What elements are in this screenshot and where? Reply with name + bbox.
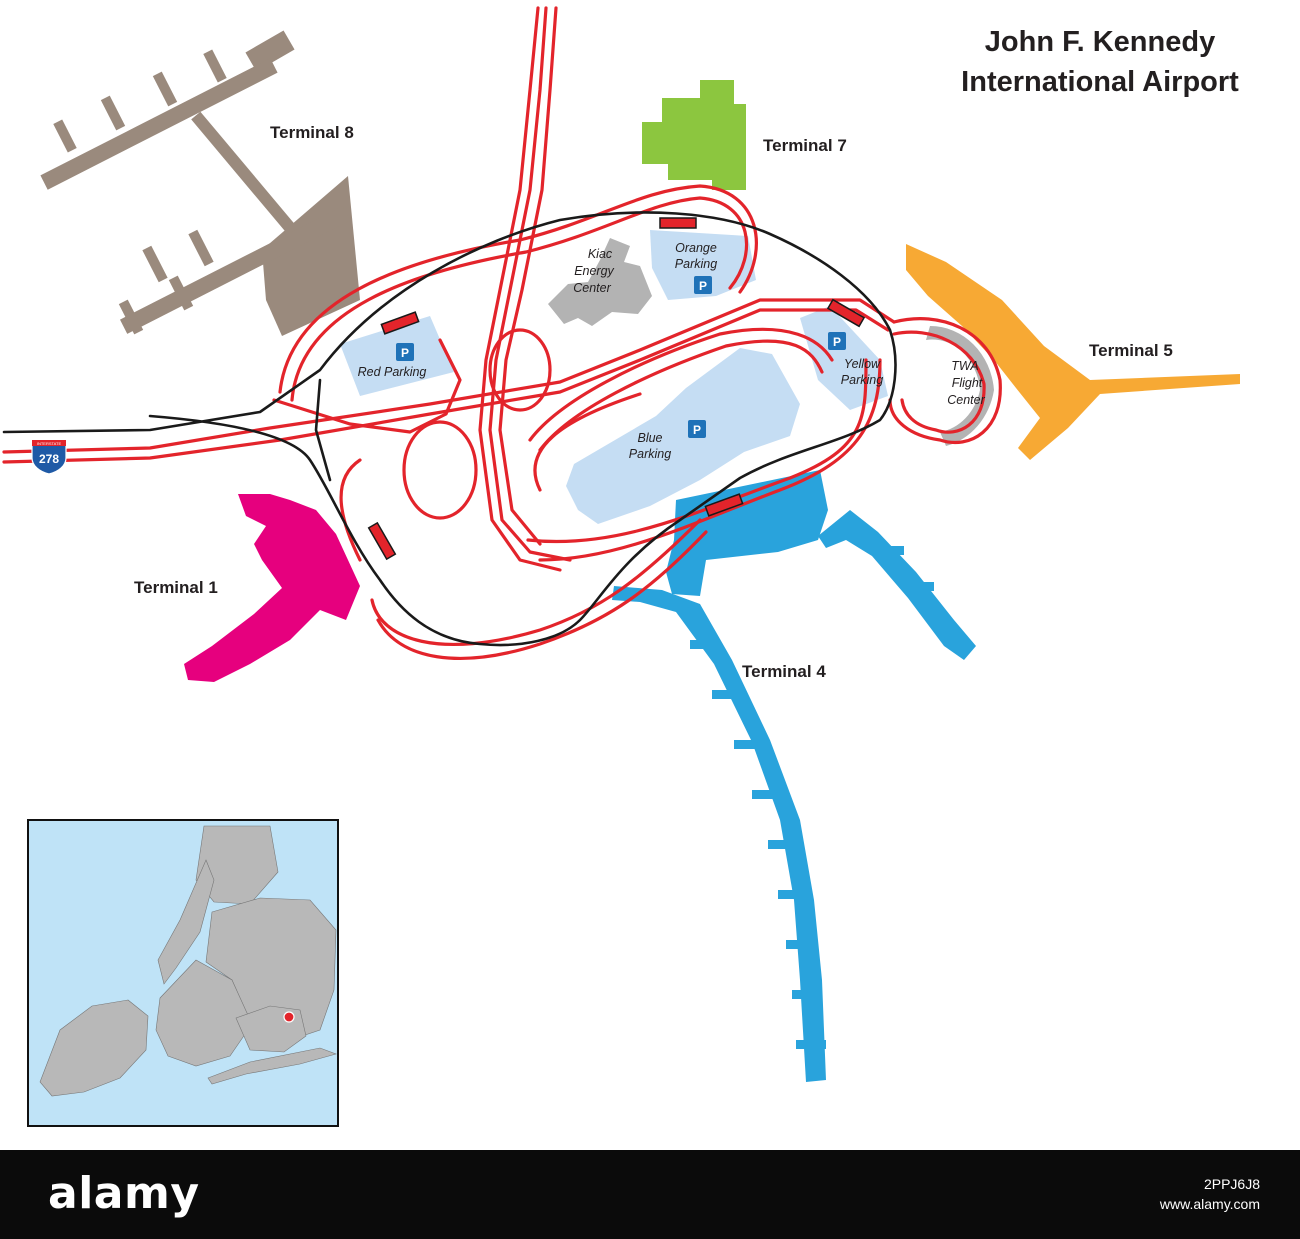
- parking-sign-blue: P: [688, 420, 706, 438]
- inset-brooklyn: [155, 959, 253, 1067]
- blue-parking-lot[interactable]: [566, 348, 800, 524]
- interstate-278-shield: INTERSTATE 278: [31, 439, 67, 475]
- locator-inset-map: [27, 819, 339, 1127]
- map-title-line2: International Airport: [961, 66, 1239, 98]
- terminal-1[interactable]: [184, 494, 360, 682]
- red-parking-label: Red Parking: [358, 365, 427, 379]
- parking-sign-red: P: [396, 343, 414, 361]
- road-network: [2, 6, 1002, 660]
- inset-queens: [205, 897, 337, 1041]
- airtrain-line: [2, 211, 897, 647]
- inset-manhattan: [157, 859, 215, 985]
- station-red-parking[interactable]: [380, 311, 420, 335]
- kiac-label-line3: Center: [573, 281, 611, 295]
- terminal-8[interactable]: [40, 30, 360, 336]
- yellow-parking-label-line2: Parking: [841, 373, 883, 387]
- footer-image-id: 2PPJ6J8: [1203, 1176, 1260, 1192]
- stock-footer-bar: alamy 2PPJ6J8 www.alamy.com: [0, 1150, 1300, 1239]
- footer-image-id-block: 2PPJ6J8 www.alamy.com: [1160, 1174, 1260, 1214]
- terminal-4[interactable]: [612, 470, 976, 1082]
- twa-label-line1: TWA: [951, 359, 979, 373]
- airport-map: P P P P INTERSTATE 278 Terminal 8 Termin…: [2, 6, 1240, 1127]
- airtrain-stations: [367, 217, 866, 561]
- orange-parking-lot[interactable]: [650, 230, 756, 300]
- terminal-8-label: Terminal 8: [270, 123, 354, 142]
- inset-rockaway: [207, 1047, 337, 1085]
- station-terminal-5[interactable]: [826, 298, 866, 328]
- svg-text:P: P: [401, 346, 409, 360]
- orange-parking-label-line2: Parking: [675, 257, 717, 271]
- twa-label-line2: Flight: [952, 376, 983, 390]
- twa-label-line3: Center: [947, 393, 985, 407]
- footer-site: www.alamy.com: [1159, 1196, 1260, 1212]
- map-title: John F. Kennedy International Airport: [905, 22, 1295, 102]
- orange-parking-label-line1: Orange: [675, 241, 717, 255]
- terminal-5[interactable]: [906, 244, 1240, 460]
- kiac-label-line2: Energy: [574, 264, 614, 278]
- svg-text:P: P: [699, 279, 707, 293]
- terminal-4-label: Terminal 4: [742, 662, 826, 681]
- terminal-5-label: Terminal 5: [1089, 341, 1173, 360]
- parking-sign-orange: P: [694, 276, 712, 294]
- parking-sign-yellow: P: [828, 332, 846, 350]
- terminal-1-label: Terminal 1: [134, 578, 218, 597]
- terminal-7-label: Terminal 7: [763, 136, 847, 155]
- svg-text:P: P: [833, 335, 841, 349]
- kiac-label-line1: Kiac: [588, 247, 613, 261]
- footer-brand-logo: alamy: [48, 1168, 200, 1219]
- blue-parking-label-line2: Parking: [629, 447, 671, 461]
- inset-jfk-marker: [283, 1011, 295, 1023]
- svg-text:INTERSTATE: INTERSTATE: [37, 441, 62, 446]
- blue-parking-label-line1: Blue: [637, 431, 662, 445]
- inset-staten-island: [39, 999, 149, 1097]
- station-terminal-7[interactable]: [659, 217, 697, 229]
- station-terminal-1[interactable]: [367, 521, 397, 561]
- station-terminal-4[interactable]: [704, 493, 744, 517]
- kiac-energy-center[interactable]: [548, 238, 652, 326]
- terminal-7[interactable]: [642, 80, 746, 190]
- map-title-line1: John F. Kennedy: [984, 26, 1216, 58]
- svg-text:P: P: [693, 423, 701, 437]
- yellow-parking-label-line1: Yellow: [844, 357, 881, 371]
- svg-text:278: 278: [39, 452, 59, 466]
